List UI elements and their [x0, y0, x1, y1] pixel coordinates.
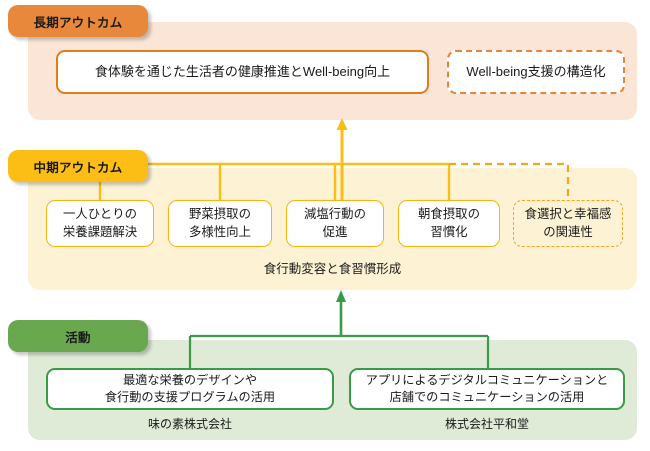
stage-tab-mid-term-label: 中期アウトカム — [33, 160, 123, 175]
mid-term-node-1-line2: 栄養課題解決 — [62, 224, 138, 239]
mid-term-node-5-line1: 食選択と幸福感 — [524, 207, 612, 222]
mid-term-node-3-line1: 減塩行動の — [304, 207, 366, 222]
activity-node-1-line1: 最適な栄養のデザインや — [122, 373, 258, 388]
mid-term-node-2: 野菜摂取の 多様性向上 — [168, 200, 272, 247]
activity-node-2-line2: 店舗でのコミュニケーションの活用 — [389, 390, 585, 404]
mid-term-caption: 食行動変容と食習慣形成 — [263, 262, 402, 276]
mid-term-node-2-line1: 野菜摂取の — [189, 207, 251, 222]
long-term-node-primary: 食体験を通じた生活者の健康推進とWell-being向上 — [56, 50, 429, 94]
stage-tab-activity-label: 活動 — [65, 330, 91, 345]
stage-tab-long-term: 長期アウトカム — [8, 5, 148, 37]
activity-organization-1: 味の素株式会社 — [147, 417, 232, 431]
mid-term-node-4-line1: 朝食摂取の — [418, 207, 480, 222]
activity-node-2: アプリによるデジタルコミュニケーションと 店舗でのコミュニケーションの活用 — [349, 368, 625, 410]
long-term-node-primary-label: 食体験を通じた生活者の健康推進とWell-being向上 — [94, 64, 391, 80]
stage-tab-long-term-label: 長期アウトカム — [33, 15, 123, 30]
mid-term-node-5: 食選択と幸福感 の関連性 — [513, 200, 623, 247]
mid-term-node-1-line1: 一人ひとりの — [63, 207, 137, 222]
long-term-node-secondary: Well-being支援の構造化 — [447, 50, 625, 94]
activity-node-2-line1: アプリによるデジタルコミュニケーションと — [365, 373, 609, 388]
mid-term-node-4: 朝食摂取の 習慣化 — [398, 200, 500, 247]
stage-tab-activity: 活動 — [8, 320, 148, 352]
mid-term-node-4-line2: 習慣化 — [430, 224, 468, 239]
activity-node-1: 最適な栄養のデザインや 食行動の支援プログラムの活用 — [46, 368, 334, 410]
mid-term-node-2-line2: 多様性向上 — [189, 224, 251, 239]
mid-term-node-5-line2: の関連性 — [543, 224, 593, 239]
activity-node-1-line2: 食行動の支援プログラムの活用 — [104, 390, 276, 404]
activity-organization-2: 株式会社平和堂 — [444, 417, 529, 431]
stage-tab-mid-term: 中期アウトカム — [8, 150, 148, 182]
mid-term-node-1: 一人ひとりの 栄養課題解決 — [46, 200, 154, 247]
mid-term-node-3-line2: 促進 — [322, 224, 348, 239]
long-term-node-secondary-label: Well-being支援の構造化 — [466, 64, 606, 80]
mid-term-node-3: 減塩行動の 促進 — [286, 200, 384, 247]
